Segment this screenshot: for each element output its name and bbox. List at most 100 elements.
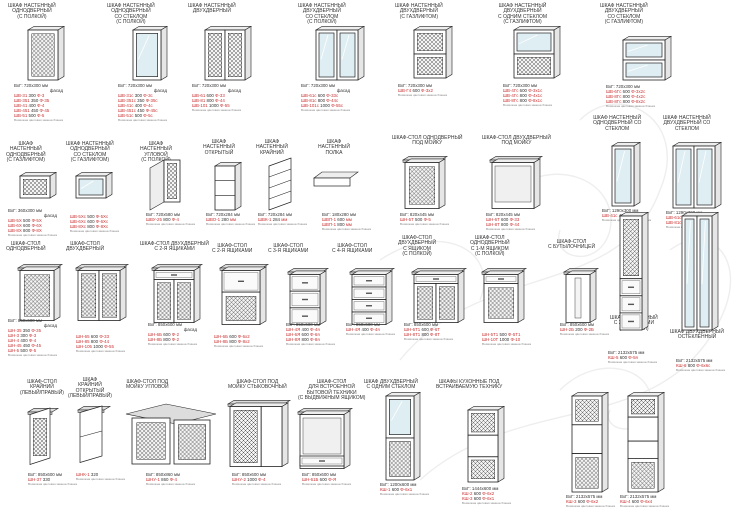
spec-row: ШН-105 1000 Ф-55 xyxy=(76,344,125,349)
item-dimensions: ВхГ: 850х600 мм xyxy=(8,318,42,323)
item-code: ШН-4Я xyxy=(346,327,361,332)
item-width: 600 xyxy=(317,93,326,98)
item-width: 600 xyxy=(622,89,630,94)
item-width: 600 xyxy=(391,487,400,492)
color-note: Возможна цветовая замена бланка xyxy=(608,360,658,364)
item-width: 800 xyxy=(90,339,99,344)
item-facade-code: Ф-35 xyxy=(39,98,50,103)
item-width: 500 xyxy=(134,113,143,118)
item-code: ШНУ-2 xyxy=(232,477,246,482)
item-dimensions: ВхГ: 2132х575 мм xyxy=(620,494,657,499)
item-dimensions: ВхГ: 850х600 мм xyxy=(346,322,380,327)
item-width: 800 xyxy=(501,222,509,227)
spec-row: ШВП-1 600 мм xyxy=(322,217,371,222)
item-title: ШКАФ ДВУХДВЕРНЫЙ С ОДНИМ СТЕКЛОМ xyxy=(364,379,418,391)
spec-row: ШВ-61 600 Ф-33 xyxy=(192,93,241,98)
item-facade-code: Ф-4 xyxy=(171,217,179,222)
fasad-header: фасад xyxy=(43,323,58,328)
spec-row: ШВ-31с 300 Ф-3с xyxy=(118,93,167,98)
spec-row: ШВ-41 400 Ф-4 xyxy=(14,103,63,108)
item-width: 1000 xyxy=(320,103,330,108)
item-code: ШВ-8Хс xyxy=(70,224,86,229)
item-facade-code: Ф-6я xyxy=(310,332,320,337)
item-facade-code: Ф-4 xyxy=(37,103,45,108)
item-dimensions: ВхГ: 2132х575 мм xyxy=(676,358,713,363)
item-facade-code: мм xyxy=(345,217,352,222)
color-note: Возможна цветовая замена бланка xyxy=(322,227,372,231)
item-dimensions: ВхГ: 180х280 мм xyxy=(322,212,356,217)
item-code: ШН-37 xyxy=(28,477,42,482)
spec-row: ШН-3 300 Ф-3 xyxy=(8,333,57,338)
color-note: Возможна цветовая замена бланка xyxy=(146,222,196,226)
spec-row: ШВ-81 800 Ф-44 xyxy=(192,98,241,103)
spec-row: ШВ-Г4 600 Ф-3х2 xyxy=(398,88,447,93)
item-facade-code: Ф-6х2 xyxy=(237,334,250,339)
spec-row: ШН-8Т 800 Ф-44 xyxy=(486,222,535,227)
spec-row: ШВ-451 450 Ф-45 xyxy=(14,108,63,113)
spec-row: ШВ-6Гс 600 Ф-3х2с xyxy=(606,89,655,94)
item-code: ШН-6Б xyxy=(148,332,162,337)
item-facade-code: Ф-8х2 xyxy=(237,339,250,344)
item-code: ШН-35 xyxy=(8,328,22,333)
spec-row: ШВО-1 280 мм xyxy=(206,217,255,222)
color-note: Возможна цветовая замена бланка xyxy=(8,353,58,357)
spec-row: ШН-85 800 Ф-44 xyxy=(76,339,125,344)
item-code: КШ-1 xyxy=(380,487,391,492)
item-width: 500 xyxy=(415,217,423,222)
color-note: Возможна цветовая замена бланка xyxy=(486,227,536,231)
item-facade-code: Ф-33 xyxy=(215,93,225,98)
item-width: 300 xyxy=(28,93,36,98)
item-title: ШКАФ-СТОЛ ДВУХДВЕРНЫЙ xyxy=(66,241,105,253)
item-width: 600 xyxy=(319,477,327,482)
item-code: ШН-85 xyxy=(76,339,90,344)
fasad-header: фасад xyxy=(49,88,64,93)
item-code: ШВП-1 xyxy=(322,222,337,227)
spec-row: ШН-61Б 600 Ф-Я xyxy=(302,477,351,482)
item-width: 350 xyxy=(137,98,145,103)
item-title: ШКАФ НАСТЕННЫЙ КРАЙНИЙ xyxy=(256,139,288,156)
item-code: ШВ-41с xyxy=(602,213,618,218)
spec-row: ШН-8Т1 800 Ф-8Т xyxy=(404,332,453,337)
color-note: Возможна цветовая замена бланка xyxy=(70,229,120,233)
item-facade-code: мм xyxy=(345,222,352,227)
item-width: 600 xyxy=(301,332,309,337)
color-note: Возможна цветовая замена бланка xyxy=(404,337,454,341)
item-code: ШН-6Б xyxy=(214,334,228,339)
item-facade-code: Ф-4с xyxy=(143,103,153,108)
item-code: ШВ-8Гс xyxy=(606,94,622,99)
color-note: Возможна цветовая замена бланка xyxy=(566,504,616,508)
item-width: 800 xyxy=(687,363,696,368)
item-title: ШКАФ НАСТЕННЫЙ ПОЛКА xyxy=(318,139,350,156)
item-width: 600 xyxy=(619,355,628,360)
fasad-header: фасад xyxy=(227,88,242,93)
item-code: ШН-105 xyxy=(76,344,92,349)
color-note: Возможна цветовая замена бланка xyxy=(676,368,726,372)
item-width: 600 xyxy=(337,217,345,222)
color-note: Возможна цветовая замена бланка xyxy=(148,342,198,346)
item-facade-code: Ф-3 xyxy=(28,333,37,338)
item-width: 1000 xyxy=(93,344,103,349)
item-dimensions: ВхГ: 720х300 мм xyxy=(606,84,640,89)
item-code: ШВ-81с xyxy=(666,220,682,225)
spec-row: ШВ-451с 450 Ф-45с xyxy=(118,108,167,113)
spec-row: ШНУ-2 1000 Ф-4 xyxy=(232,477,281,482)
color-note: Возможна цветовая замена бланка xyxy=(192,108,242,112)
item-code: ШН-8Б xyxy=(148,337,162,342)
fasad-header: фасад xyxy=(183,327,198,332)
item-code: ШВ-31 xyxy=(14,93,28,98)
item-code: ШВ-351с xyxy=(118,98,136,103)
